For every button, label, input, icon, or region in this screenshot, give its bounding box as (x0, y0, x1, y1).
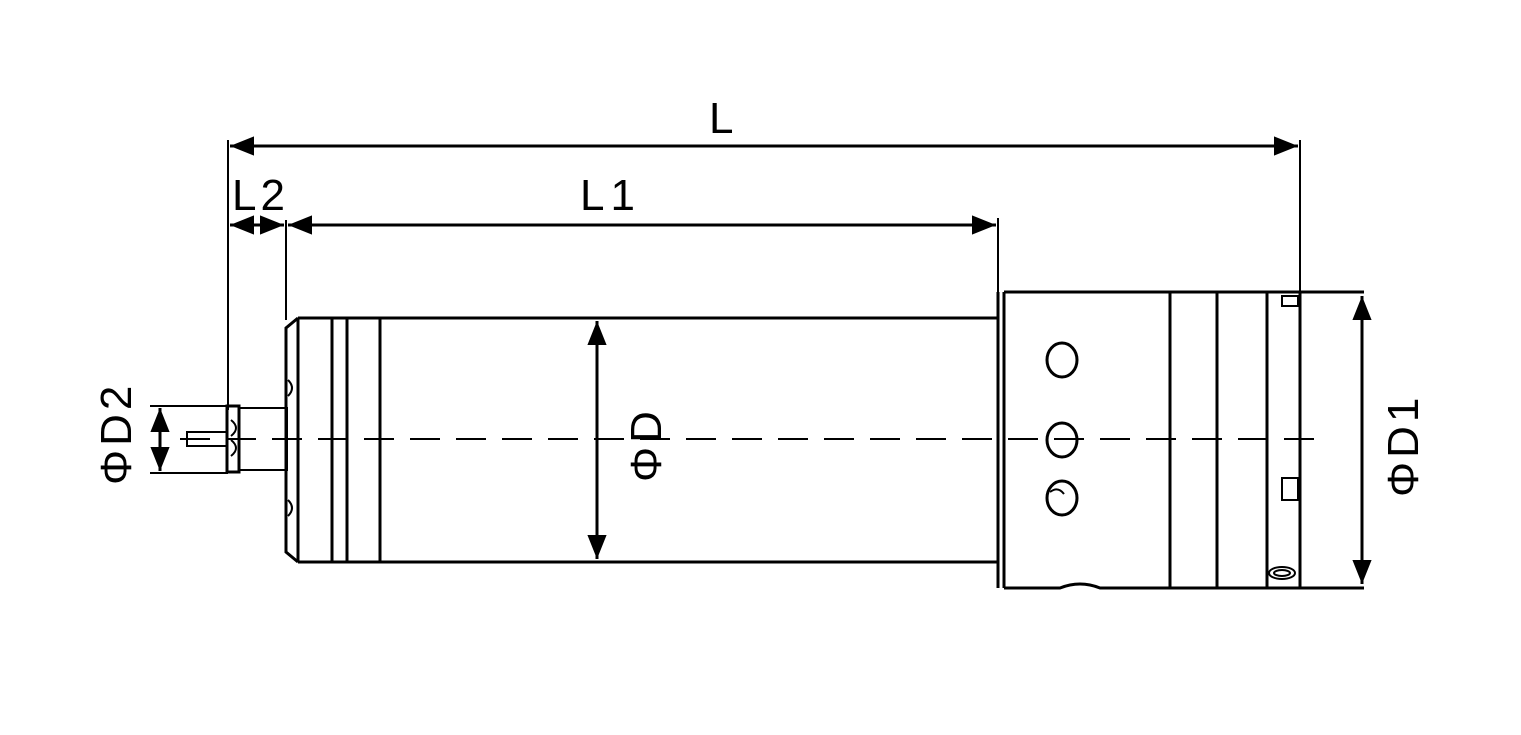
dim-overall-length: L (227, 94, 1301, 410)
label-L2: L2 (232, 171, 289, 220)
label-D: ΦD (622, 407, 671, 482)
label-D1: ΦD1 (1379, 394, 1428, 497)
dim-shaft-diameter: ΦD2 (92, 382, 228, 485)
dim-rear-diameter: ΦD1 (1352, 296, 1428, 584)
label-D2: ΦD2 (92, 382, 141, 485)
dim-body-length: L1 (285, 171, 999, 320)
hole-bottom (1045, 479, 1079, 517)
hole-top (1045, 341, 1079, 379)
label-L: L (709, 94, 733, 143)
mounting-holes (1045, 341, 1079, 517)
dim-shaft-length: L2 (230, 171, 289, 235)
label-L1: L1 (580, 171, 641, 220)
